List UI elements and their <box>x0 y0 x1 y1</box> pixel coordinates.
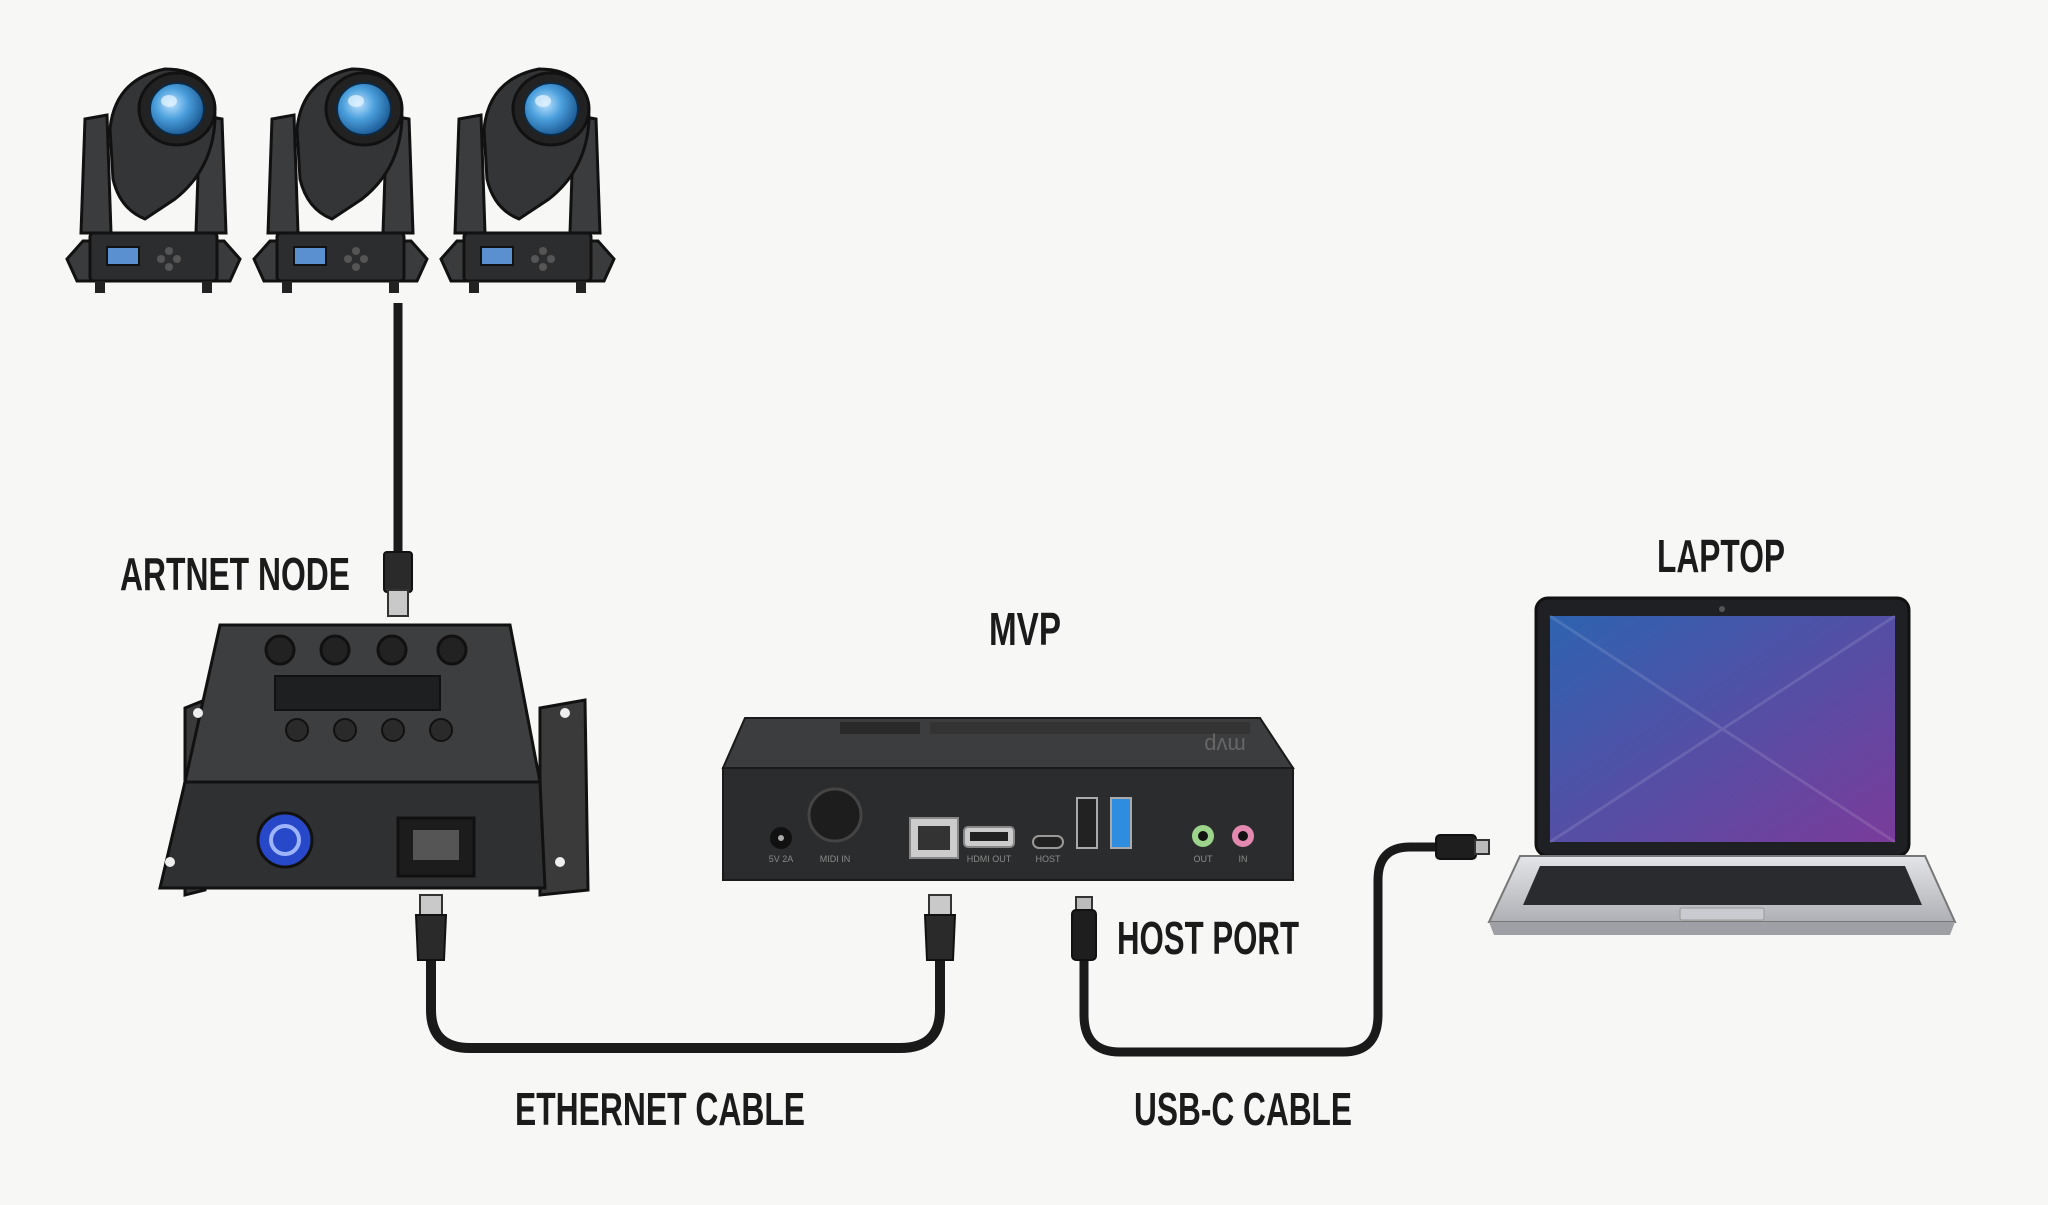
label-laptop: LAPTOP <box>1657 530 1785 582</box>
port-label-midi: MIDI IN <box>820 854 851 864</box>
port-label-audio-out: OUT <box>1194 854 1214 864</box>
port-label-audio-in: IN <box>1239 854 1248 864</box>
moving-head-fixture-2 <box>252 67 429 295</box>
port-label-hdmi: HDMI OUT <box>967 854 1012 864</box>
artnet-node-device <box>158 623 590 897</box>
dmx-cable <box>383 303 413 617</box>
moving-head-fixture-3 <box>439 67 616 295</box>
usbc-cable <box>1071 834 1490 1057</box>
label-usbc-cable: USB-C CABLE <box>1134 1083 1352 1135</box>
mvp-logo: mvp <box>1204 733 1246 758</box>
port-label-host: HOST <box>1035 854 1061 864</box>
port-label-power: 5V 2A <box>769 854 794 864</box>
moving-head-fixture-1 <box>65 67 242 295</box>
label-artnet-node: ARTNET NODE <box>120 548 350 600</box>
label-mvp: MVP <box>989 603 1061 655</box>
label-host-port: HOST PORT <box>1117 912 1299 964</box>
mvp-device: mvp 5V 2A MIDI IN HDMI OUT HOST OUT IN <box>721 717 1295 881</box>
laptop-screen <box>1550 616 1895 842</box>
laptop-device <box>1487 596 1957 935</box>
label-ethernet-cable: ETHERNET CABLE <box>515 1083 805 1135</box>
powercon-icon <box>256 811 314 869</box>
ethernet-cable <box>414 894 957 1053</box>
